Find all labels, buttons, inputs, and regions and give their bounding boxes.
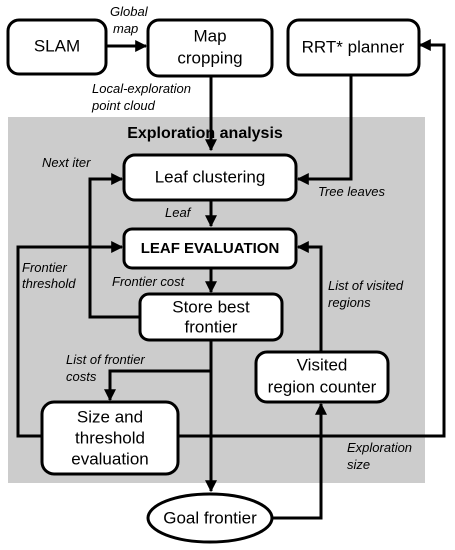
svg-text:Goal frontier: Goal frontier bbox=[163, 508, 257, 527]
node-goal-frontier: Goal frontier bbox=[146, 492, 274, 544]
svg-text:RRT* planner: RRT* planner bbox=[302, 37, 405, 56]
label-exploration-size: Exploration bbox=[347, 440, 412, 455]
label-list-of-visited-regions: List of visited bbox=[328, 278, 404, 293]
svg-text:LEAF EVALUATION: LEAF EVALUATION bbox=[141, 240, 280, 257]
svg-text:cropping: cropping bbox=[177, 48, 242, 67]
edge-exploration-size-to-rrt bbox=[178, 39, 446, 438]
edge-rrt-to-leaf-clustering bbox=[296, 75, 353, 185]
svg-text:Size and: Size and bbox=[77, 407, 143, 426]
label-list-of-frontier-costs: List of frontier bbox=[66, 352, 145, 367]
label-local-exploration-point-cloud: Local-exploration bbox=[92, 81, 191, 96]
label-frontier-threshold: Frontier bbox=[22, 260, 67, 275]
label-local-exploration-point-cloud: point cloud bbox=[91, 98, 156, 113]
edge-goal-frontier-to-visited-region-counter bbox=[272, 402, 327, 520]
edge-frontier-costs-to-size-evaluation bbox=[104, 369, 211, 402]
label-frontier-threshold: threshold bbox=[22, 276, 76, 291]
label-leaf: Leaf bbox=[165, 205, 192, 220]
svg-text:evaluation: evaluation bbox=[71, 449, 149, 468]
label-tree-leaves: Tree leaves bbox=[318, 184, 385, 199]
edge-frontier-threshold-loop bbox=[16, 241, 124, 438]
svg-text:frontier: frontier bbox=[185, 317, 238, 336]
node-leaf-clustering: Leaf clustering bbox=[122, 153, 298, 202]
svg-text:Visited: Visited bbox=[297, 355, 348, 374]
node-rrt-planner: RRT* planner bbox=[286, 18, 421, 77]
label-list-of-frontier-costs: costs bbox=[66, 369, 97, 384]
node-store-best-frontier: Store best frontier bbox=[138, 292, 284, 342]
label-global-map: map bbox=[113, 21, 138, 36]
label-exploration-size: size bbox=[347, 457, 370, 472]
node-map-cropping: Map cropping bbox=[146, 18, 274, 78]
svg-text:Leaf clustering: Leaf clustering bbox=[155, 167, 266, 186]
svg-text:SLAM: SLAM bbox=[34, 36, 80, 55]
edge-visited-regions-to-leaf-evaluation bbox=[296, 241, 323, 351]
group-title: Exploration analysis bbox=[127, 125, 283, 142]
svg-text:Map: Map bbox=[193, 26, 226, 45]
node-slam: SLAM bbox=[6, 18, 108, 76]
label-list-of-visited-regions: regions bbox=[328, 295, 371, 310]
node-visited-region-counter: Visited region counter bbox=[254, 350, 390, 404]
svg-text:threshold: threshold bbox=[75, 428, 145, 447]
node-size-threshold-evaluation: Size and threshold evaluation bbox=[40, 400, 180, 476]
label-frontier-cost: Frontier cost bbox=[112, 274, 186, 289]
label-next-iter: Next iter bbox=[42, 155, 91, 170]
node-leaf-evaluation: LEAF EVALUATION bbox=[122, 227, 298, 270]
svg-text:region counter: region counter bbox=[268, 377, 377, 396]
svg-text:Store best: Store best bbox=[172, 297, 250, 316]
label-global-map: Global bbox=[110, 4, 149, 19]
